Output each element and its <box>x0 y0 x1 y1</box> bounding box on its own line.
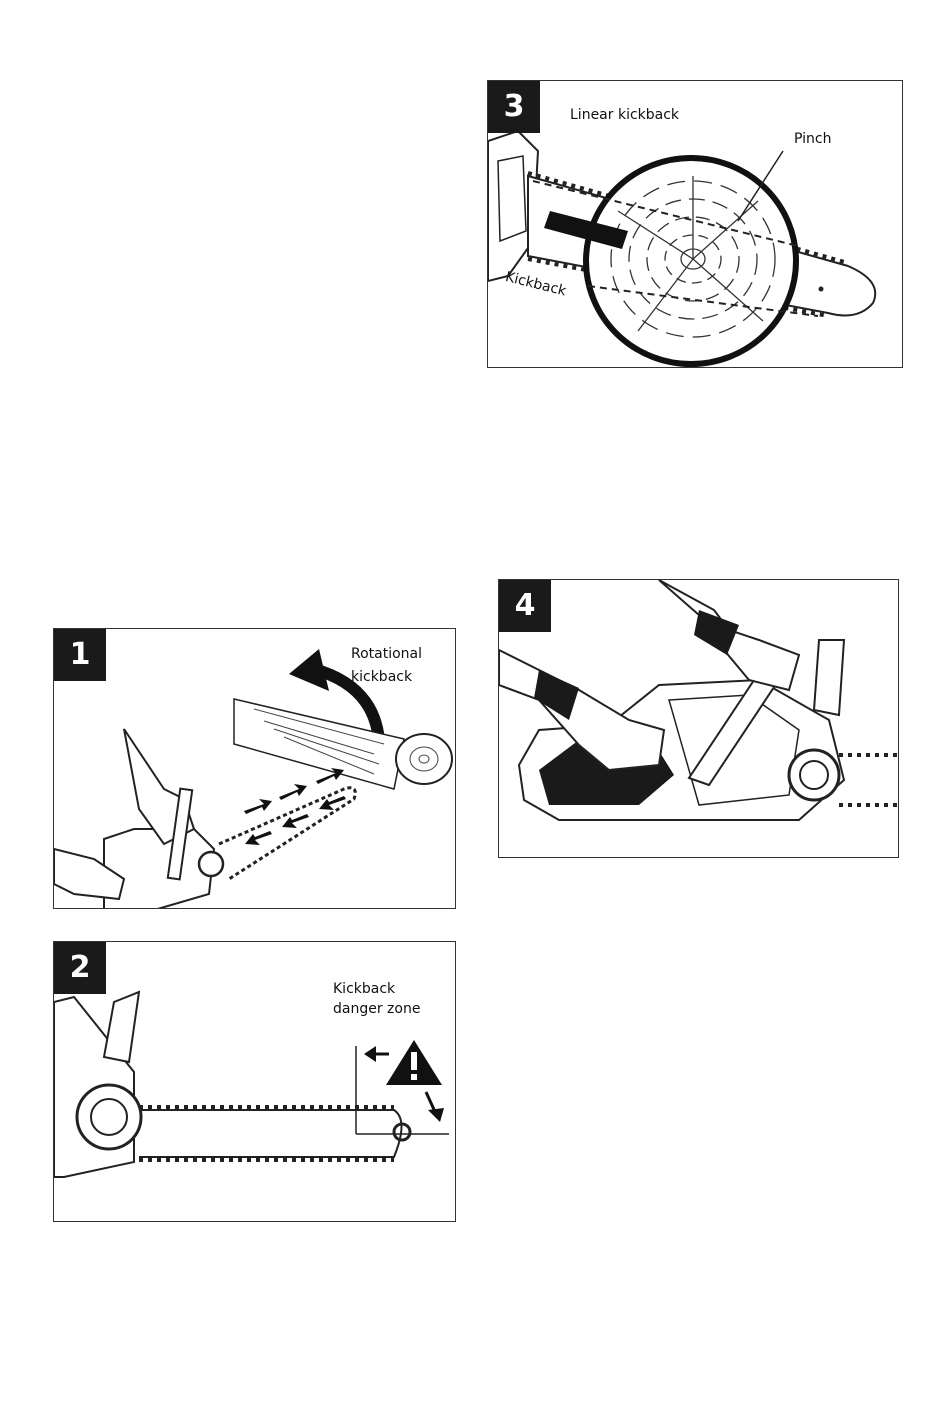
kickback-label: Kickback <box>333 979 395 1000</box>
figure-4-proper-grip: 4 <box>498 579 899 858</box>
pinch-label: Pinch <box>794 129 831 150</box>
figure-number-badge: 3 <box>488 81 540 133</box>
figure-3-linear-kickback: 3 Linear kickback Pinch Kickback <box>487 80 903 368</box>
hand-guard <box>104 992 139 1062</box>
figure-1-rotational-kickback: 1 Rotational kickback <box>53 628 456 909</box>
figure-number-badge: 2 <box>54 942 106 994</box>
figure-number-badge: 4 <box>499 580 551 632</box>
sprocket-cover <box>77 1085 141 1149</box>
linear-kickback-illustration <box>488 81 903 368</box>
proper-grip-illustration <box>499 580 899 858</box>
danger-zone-label: danger zone <box>333 999 420 1020</box>
linear-kickback-label: Linear kickback <box>570 105 679 126</box>
figure-number-badge: 1 <box>54 629 106 681</box>
figure-2-kickback-danger-zone: 2 Kickback danger zone <box>53 941 456 1222</box>
kickback-label: kickback <box>351 667 412 688</box>
hand-guard <box>814 640 844 715</box>
danger-zone-illustration <box>54 942 456 1222</box>
log-end <box>396 734 452 784</box>
rotational-label: Rotational <box>351 644 422 665</box>
sprocket-cover <box>789 750 839 800</box>
